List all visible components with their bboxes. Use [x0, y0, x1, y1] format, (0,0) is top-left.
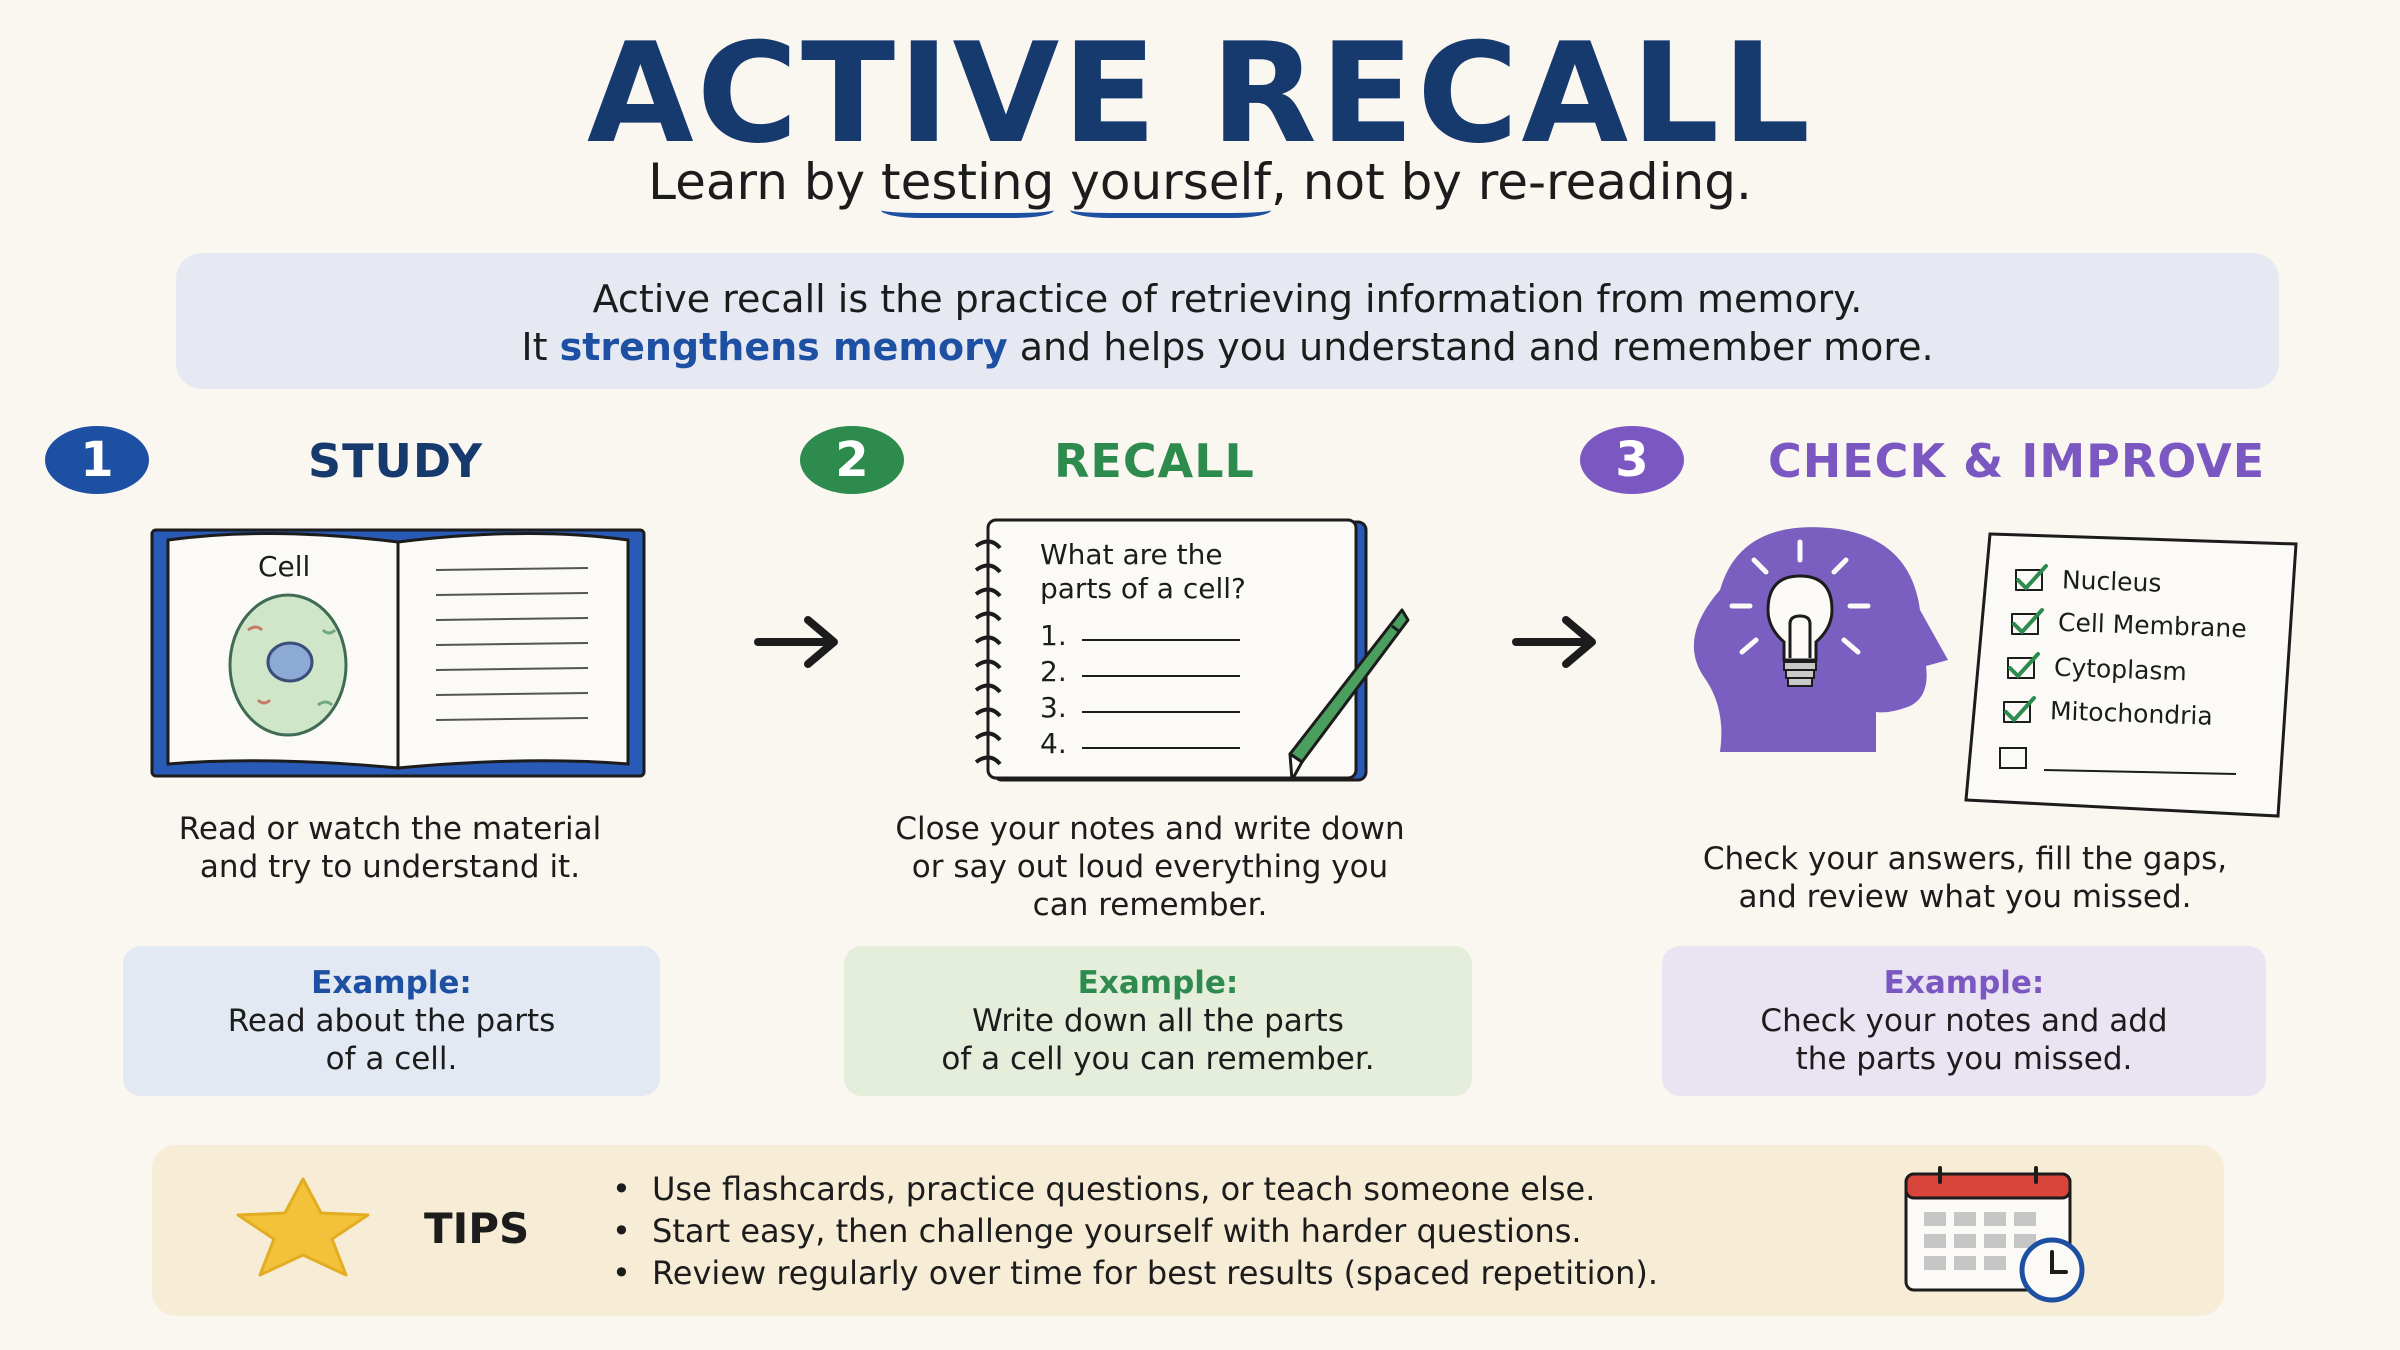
notebook-question: What are the parts of a cell? — [1040, 538, 1246, 606]
step-3-example-label: Example: — [1883, 965, 2045, 1001]
notebook-blank-2: 2. — [1040, 655, 1067, 688]
step-2-desc-line-2: or say out loud everything you — [911, 849, 1389, 885]
notebook-blank-4: 4. — [1040, 727, 1067, 760]
pen-icon — [1288, 608, 1410, 782]
step-1-example-label: Example: — [311, 965, 472, 1001]
tip-item-1: Use flashcards, practice questions, or t… — [612, 1168, 1658, 1210]
step-3-badge: 3 — [1580, 426, 1684, 494]
empty-checkbox-icon — [1999, 747, 2027, 769]
step-2-example-line-1: Write down all the parts — [972, 1003, 1344, 1039]
notebook-blank-3: 3. — [1040, 691, 1067, 724]
step-1-badge: 1 — [45, 426, 149, 494]
book-label: Cell — [258, 550, 311, 583]
open-book-icon — [150, 528, 646, 778]
subtitle-underlined-1: testing — [881, 153, 1055, 218]
tip-item-2: Start easy, then challenge yourself with… — [612, 1210, 1658, 1252]
checklist-item-4: Mitochondria — [2049, 696, 2214, 731]
step-2-badge: 2 — [800, 426, 904, 494]
page-subtitle: Learn by testing yourself, not by re-rea… — [0, 152, 2400, 218]
step-2-example-label: Example: — [1077, 965, 1239, 1001]
step-1-desc-line-1: Read or watch the material — [178, 811, 602, 847]
step-1-title: STUDY — [308, 434, 484, 488]
intro-box: Active recall is the practice of retriev… — [176, 253, 2279, 389]
intro-line-2: It strengthens memory and helps you unde… — [176, 323, 2279, 371]
step-2-example-line-2: of a cell you can remember. — [941, 1041, 1375, 1077]
calendar-clock-icon — [1904, 1166, 2085, 1303]
step-3-title: CHECK & IMPROVE — [1768, 434, 2266, 488]
head-lightbulb-icon — [1693, 527, 1948, 752]
step-1-example-line-2: of a cell. — [325, 1041, 458, 1077]
arrow-right-icon — [1512, 616, 1596, 668]
intro-line-2-post: and helps you understand and remember mo… — [1007, 325, 1934, 369]
step-2-description: Close your notes and write down or say o… — [830, 810, 1470, 924]
arrow-right-icon — [754, 616, 838, 668]
step-3-desc-line-1: Check your answers, fill the gaps, — [1702, 841, 2228, 877]
intro-highlight: strengthens memory — [559, 325, 1008, 369]
step-3-example-box: Example: Check your notes and add the pa… — [1662, 946, 2266, 1096]
subtitle-underlined-2: yourself — [1070, 153, 1271, 218]
tip-item-3: Review regularly over time for best resu… — [612, 1252, 1658, 1294]
step-3-desc-line-2: and review what you missed. — [1738, 879, 2192, 915]
checklist-item-3: Cytoplasm — [2053, 652, 2188, 687]
star-icon — [236, 1177, 370, 1277]
tips-label: TIPS — [424, 1204, 530, 1253]
step-1-description: Read or watch the material and try to un… — [90, 810, 690, 886]
page-title: ACTIVE RECALL — [586, 13, 1814, 174]
notebook-blank-1: 1. — [1040, 619, 1067, 652]
step-2-title: RECALL — [1054, 434, 1255, 488]
step-3-example-line-2: the parts you missed. — [1795, 1041, 2133, 1077]
intro-line-1: Active recall is the practice of retriev… — [592, 277, 1863, 321]
notebook-question-line-1: What are the — [1040, 538, 1223, 571]
checklist-paper-icon — [1964, 532, 2298, 818]
notebook-question-line-2: parts of a cell? — [1040, 572, 1246, 605]
notebook-icon — [974, 518, 1410, 782]
notebook-blanks: 1. 2. 3. 4. — [1040, 618, 1067, 762]
step-2-example-box: Example: Write down all the parts of a c… — [844, 946, 1472, 1096]
step-1-example-box: Example: Read about the parts of a cell. — [123, 946, 660, 1096]
tips-list: Use flashcards, practice questions, or t… — [612, 1168, 1658, 1294]
step-1-example-line-1: Read about the parts — [227, 1003, 556, 1039]
checklist-item-1: Nucleus — [2061, 565, 2162, 598]
step-3-description: Check your answers, fill the gaps, and r… — [1640, 840, 2290, 916]
step-2-desc-line-3: can remember. — [1032, 887, 1268, 923]
step-3-example-line-1: Check your notes and add — [1760, 1003, 2168, 1039]
subtitle-part-1: Learn by — [648, 153, 882, 211]
subtitle-part-2: , not by re-reading. — [1271, 153, 1752, 211]
step-1-desc-line-2: and try to understand it. — [199, 849, 581, 885]
intro-line-2-pre: It — [521, 325, 560, 369]
step-2-desc-line-1: Close your notes and write down — [895, 811, 1405, 847]
